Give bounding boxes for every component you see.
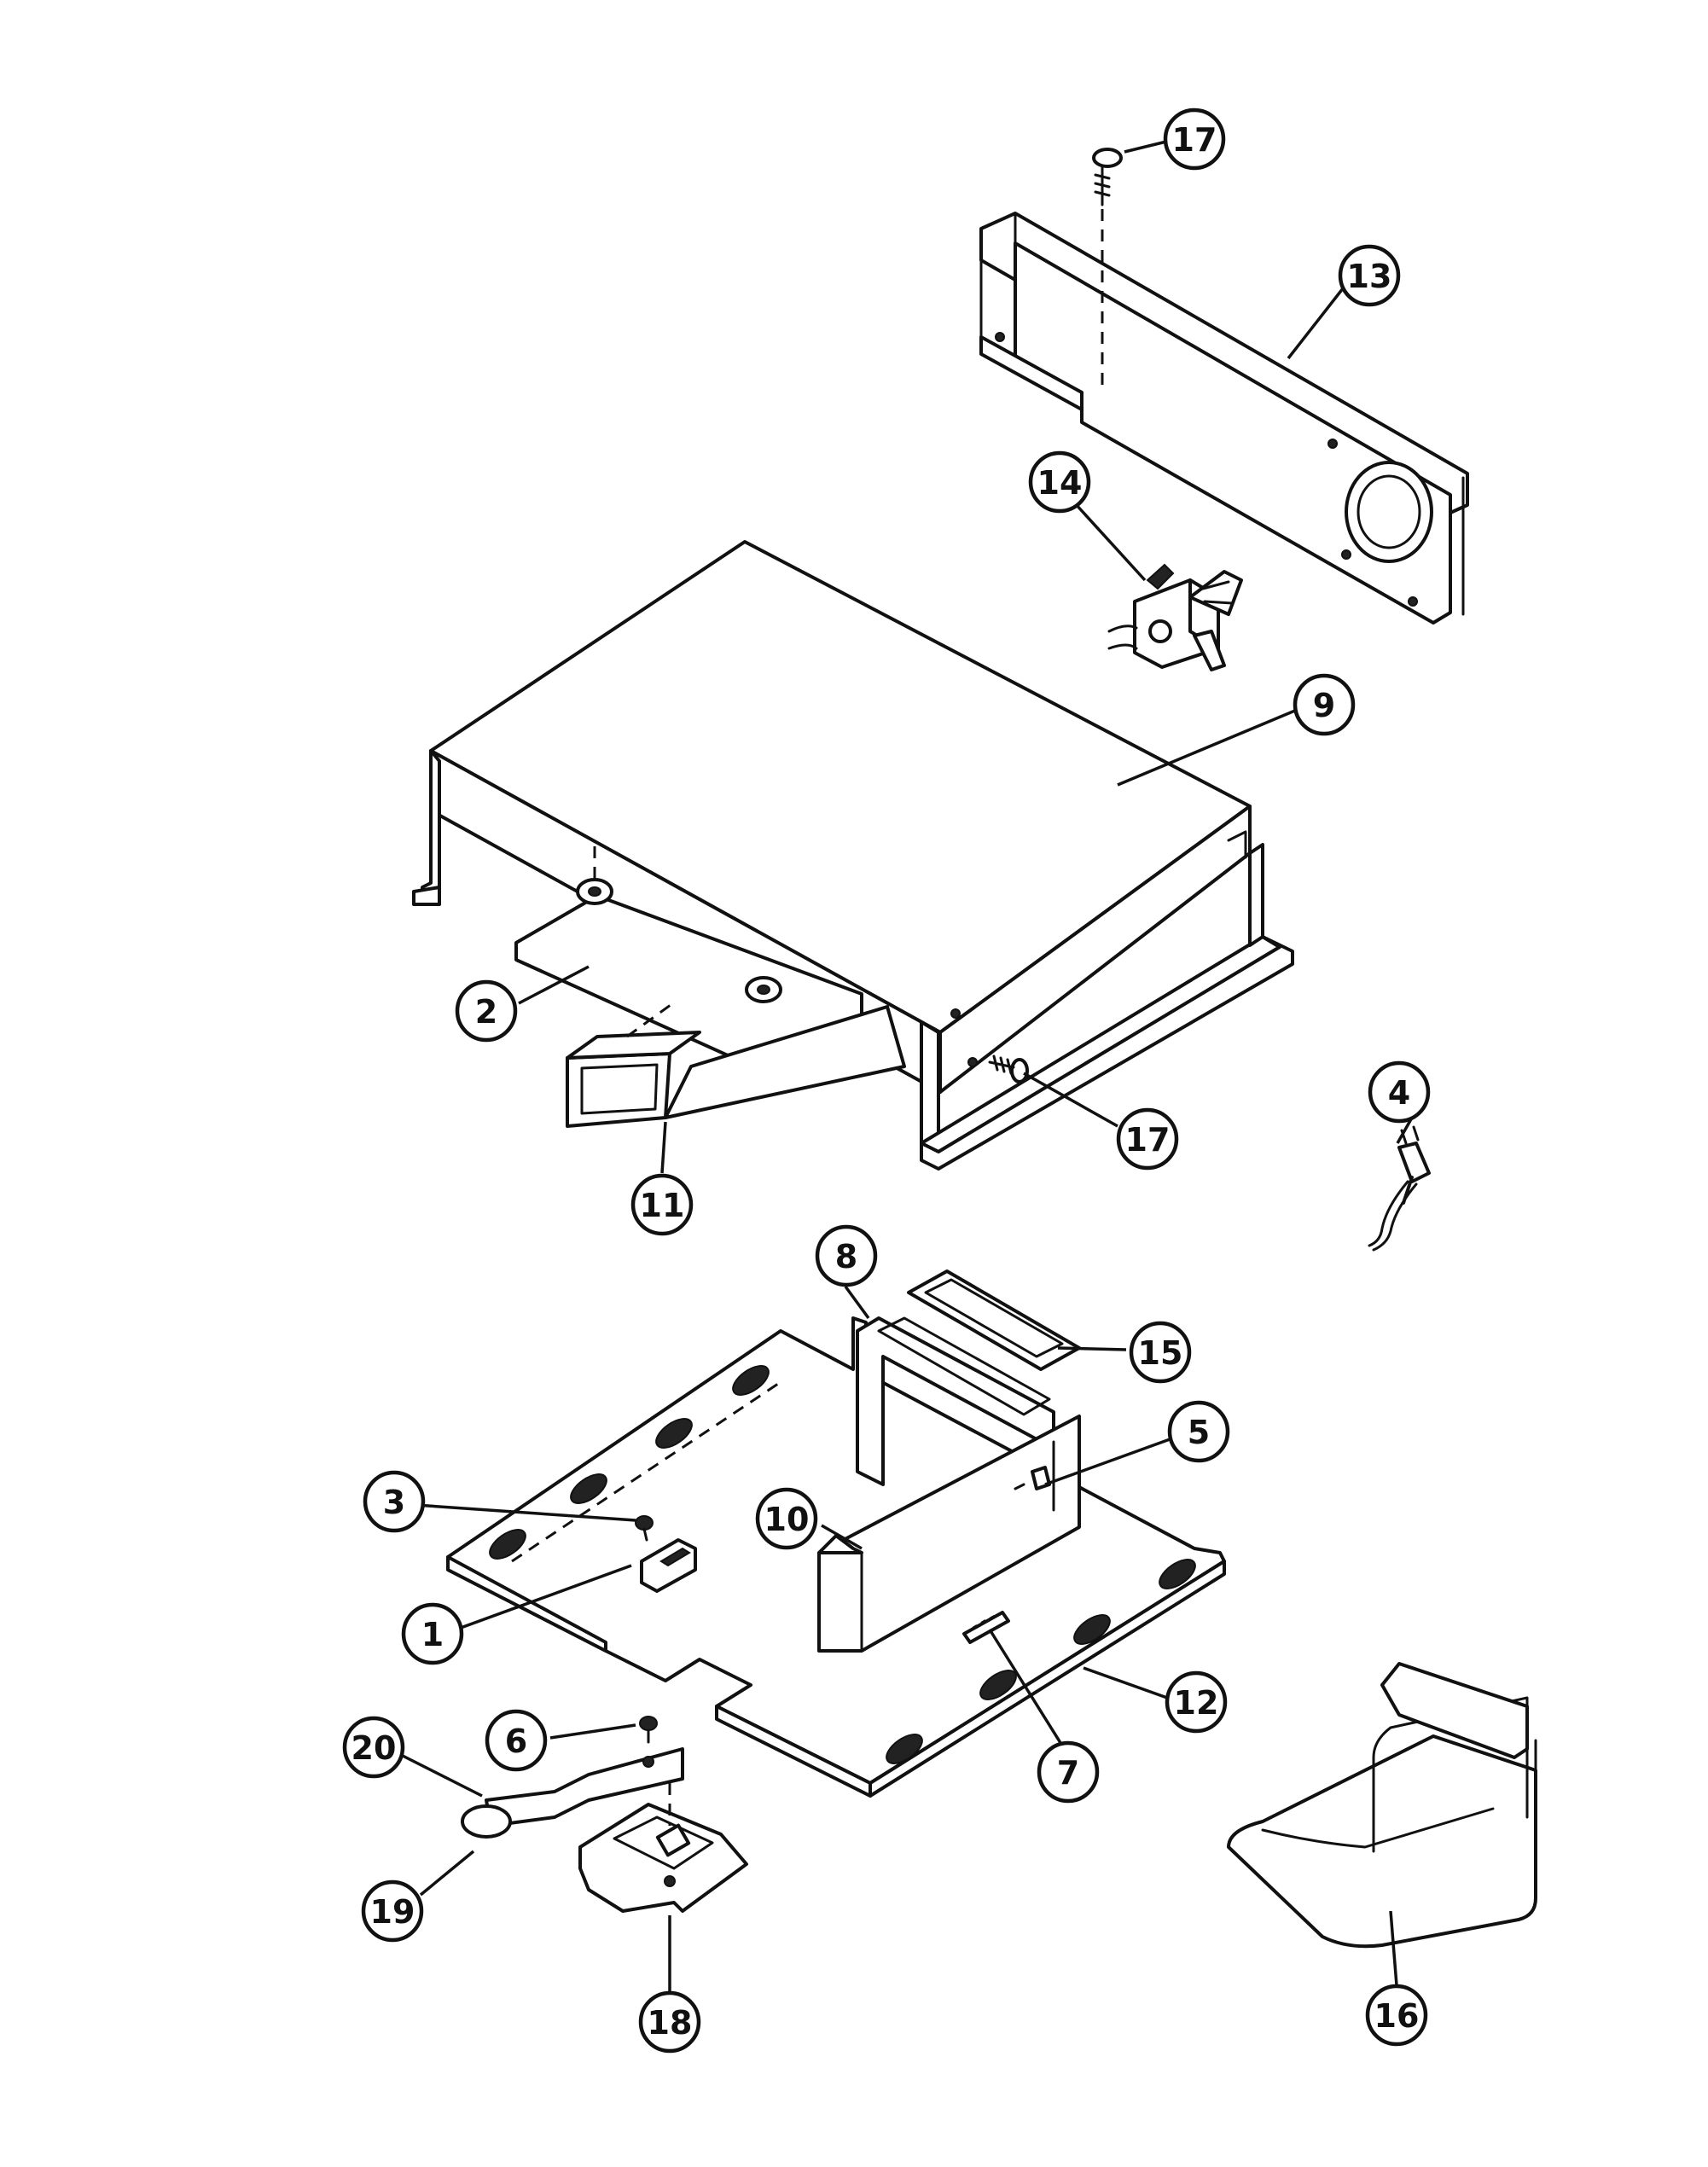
callout-number: 7: [1057, 1754, 1079, 1792]
callout-number: 16: [1374, 1997, 1420, 2035]
callout-c17a: 17: [1163, 107, 1226, 171]
callout-c11: 11: [630, 1173, 694, 1236]
callout-circle: [1293, 673, 1356, 736]
callout-circle: [1368, 1060, 1431, 1124]
callout-circle: [1037, 1740, 1100, 1804]
callout-circle: [485, 1709, 548, 1772]
callout-c12: 12: [1165, 1670, 1228, 1734]
callout-circle: [1028, 450, 1091, 514]
callout-c15: 15: [1129, 1321, 1192, 1384]
callout-circle: [1163, 107, 1226, 171]
callout-c19: 19: [361, 1879, 424, 1943]
callout-number: 13: [1347, 258, 1392, 295]
screw-side-part: [988, 1054, 1029, 1084]
callout-c13: 13: [1338, 244, 1401, 307]
switch-assembly-part: [1107, 563, 1243, 671]
callout-circle: [1165, 1670, 1228, 1734]
callout-number: 1: [421, 1616, 444, 1653]
lever-part: [461, 1747, 684, 1839]
callout-c5: 5: [1167, 1400, 1230, 1463]
callout-c6: 6: [485, 1709, 548, 1772]
callout-circle: [1116, 1107, 1179, 1171]
screw-6-part: [639, 1716, 658, 1744]
callout-number: 15: [1138, 1334, 1183, 1372]
callout-number: 14: [1037, 464, 1083, 502]
callout-number: 18: [648, 2004, 693, 2042]
callout-c3: 3: [363, 1470, 426, 1533]
callout-circle: [1167, 1400, 1230, 1463]
callout-circle: [342, 1716, 405, 1779]
callout-circle: [755, 1487, 818, 1550]
callout-c2: 2: [455, 979, 518, 1043]
callout-number: 12: [1174, 1684, 1219, 1722]
callout-circle: [630, 1173, 694, 1236]
callout-circle: [1129, 1321, 1192, 1384]
clip-part: [635, 1515, 697, 1593]
callout-number: 8: [835, 1238, 857, 1275]
callout-number: 5: [1188, 1414, 1210, 1451]
callout-circle: [638, 1990, 701, 2054]
callout-circle: [815, 1224, 878, 1287]
callout-c20: 20: [342, 1716, 405, 1779]
callout-number: 4: [1388, 1074, 1410, 1112]
callout-c17b: 17: [1116, 1107, 1179, 1171]
top-cover-part: [412, 540, 1294, 1171]
callout-c4: 4: [1368, 1060, 1431, 1124]
callout-number: 20: [351, 1729, 397, 1767]
callout-number: 6: [505, 1723, 527, 1760]
callout-circle: [401, 1602, 464, 1665]
callout-c1: 1: [401, 1602, 464, 1665]
callout-circle: [361, 1879, 424, 1943]
callout-circle: [363, 1470, 426, 1533]
callout-circle: [1365, 1984, 1428, 2047]
callout-c16: 16: [1365, 1984, 1428, 2047]
callout-c9: 9: [1293, 673, 1356, 736]
door-switch-part: [578, 1783, 748, 1913]
callout-number: 10: [764, 1501, 810, 1538]
rear-bracket-part: [979, 212, 1469, 625]
callout-circle: [455, 979, 518, 1043]
callout-number: 2: [475, 993, 497, 1031]
inner-duct-part: [514, 840, 906, 1128]
power-cord-part: [1368, 1125, 1431, 1252]
callout-c7: 7: [1037, 1740, 1100, 1804]
callout-number: 19: [370, 1893, 415, 1931]
callout-c14: 14: [1028, 450, 1091, 514]
callout-number: 17: [1172, 121, 1217, 159]
screw-top-part: [1092, 148, 1123, 392]
callout-number: 11: [640, 1187, 685, 1224]
callout-number: 9: [1313, 687, 1335, 724]
callout-number: 17: [1125, 1121, 1171, 1159]
callout-c10: 10: [755, 1487, 818, 1550]
callout-c18: 18: [638, 1990, 701, 2054]
leader-lines: [402, 140, 1414, 1992]
callout-c8: 8: [815, 1224, 878, 1287]
lint-tray-part: [1227, 1662, 1537, 1949]
callout-circle: [1338, 244, 1401, 307]
callout-number: 3: [383, 1484, 405, 1521]
